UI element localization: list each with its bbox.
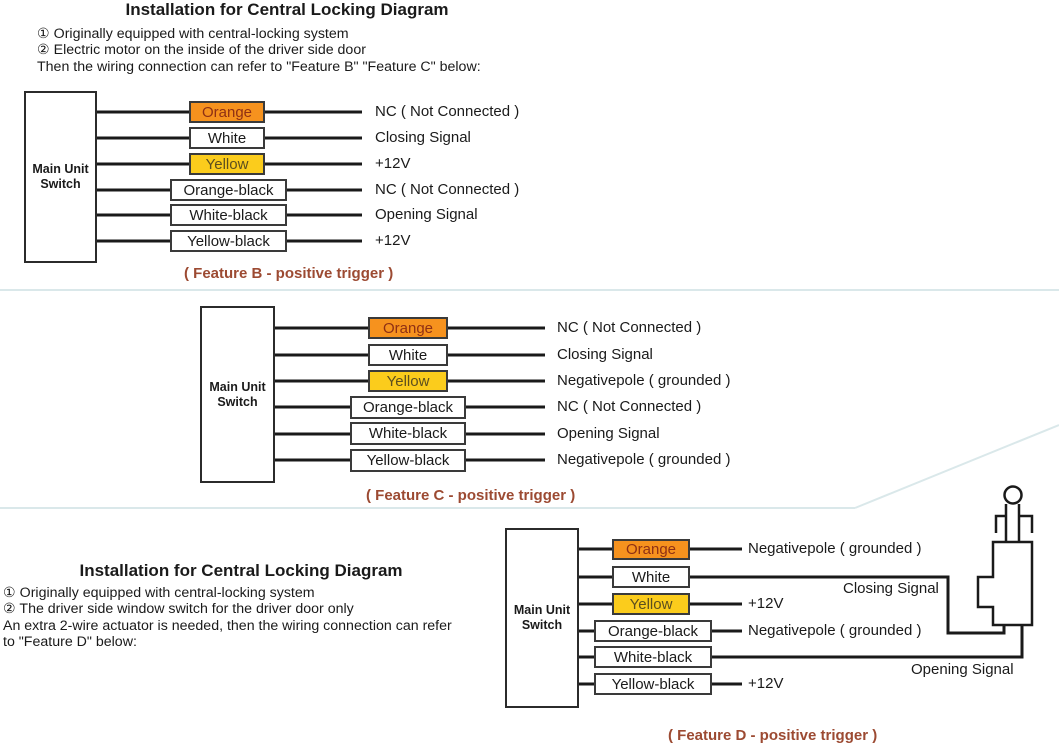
- main-unit-switch-label: Main Unit: [209, 379, 266, 394]
- wire-label-white-black: White-black: [594, 646, 712, 668]
- signal-label: +12V: [375, 232, 411, 249]
- signal-label: Closing Signal: [557, 346, 653, 363]
- wire-label-white: White: [368, 344, 448, 366]
- feature-c-wires: [275, 326, 545, 462]
- signal-label: Opening Signal: [911, 661, 1014, 678]
- wire-label-orange-black: Orange-black: [594, 620, 712, 642]
- wire-label-yellow-black: Yellow-black: [350, 449, 466, 472]
- wire-label-white: White: [189, 127, 265, 149]
- signal-label: +12V: [748, 595, 784, 612]
- instruction-line-1: ① Originally equipped with central-locki…: [37, 26, 349, 42]
- wire-label-white-black: White-black: [170, 204, 287, 226]
- wire-label-yellow: Yellow: [189, 153, 265, 175]
- main-unit-switch-box: Main Unit Switch: [24, 91, 97, 263]
- signal-label: +12V: [748, 675, 784, 692]
- wire-label-yellow-black: Yellow-black: [170, 230, 287, 252]
- signal-label: Closing Signal: [375, 129, 471, 146]
- wire-label-orange: Orange: [612, 539, 690, 560]
- main-unit-switch-label: Switch: [40, 177, 81, 191]
- wire-label-yellow: Yellow: [368, 370, 448, 392]
- signal-label: NC ( Not Connected ): [557, 319, 702, 336]
- feature-c-caption: ( Feature C - positive trigger ): [366, 487, 576, 504]
- instruction-line-2: ② The driver side window switch for the …: [3, 601, 354, 618]
- instruction-line-3: An extra 2-wire actuator is needed, then…: [3, 617, 452, 634]
- separator-lines: [0, 289, 1059, 509]
- wire-label-yellow-black: Yellow-black: [594, 673, 712, 695]
- signal-label: NC ( Not Connected ): [557, 398, 702, 415]
- main-unit-switch-box: Main Unit Switch: [505, 528, 579, 708]
- feature-d-caption: ( Feature D - positive trigger ): [668, 727, 878, 744]
- feature-d-wires: [579, 547, 1024, 686]
- feature-b-caption: ( Feature B - positive trigger ): [184, 265, 394, 282]
- signal-label: Opening Signal: [557, 425, 660, 442]
- main-unit-switch-label: Main Unit: [32, 162, 89, 176]
- signal-label: Closing Signal: [843, 580, 939, 597]
- signal-label: +12V: [375, 155, 411, 172]
- main-unit-switch-label: Switch: [521, 618, 563, 632]
- wire-label-orange: Orange: [189, 101, 265, 123]
- bottom-title: Installation for Central Locking Diagram: [79, 561, 403, 580]
- main-unit-switch-label: Switch: [217, 394, 258, 409]
- signal-label: Negativepole ( grounded ): [557, 372, 731, 389]
- signal-label: NC ( Not Connected ): [375, 181, 520, 198]
- wire-label-orange: Orange: [368, 317, 448, 339]
- wire-label-white: White: [612, 566, 690, 588]
- main-unit-switch-label: Main Unit: [513, 603, 571, 617]
- wire-label-orange-black: Orange-black: [350, 396, 466, 419]
- top-title: Installation for Central Locking Diagram: [125, 0, 449, 19]
- instruction-line-2: ② Electric motor on the inside of the dr…: [37, 42, 366, 59]
- wire-label-orange-black: Orange-black: [170, 179, 287, 201]
- signal-label: Negativepole ( grounded ): [748, 622, 922, 639]
- instruction-line-3: Then the wiring connection can refer to …: [37, 58, 481, 75]
- top-instructions: Installation for Central Locking Diagram…: [37, 0, 537, 75]
- feature-b-wires: [97, 110, 362, 243]
- wire-label-yellow: Yellow: [612, 593, 690, 615]
- wire-label-white-black: White-black: [350, 422, 466, 445]
- instruction-line-1: ① Originally equipped with central-locki…: [3, 585, 315, 601]
- door-lock-actuator-icon: [976, 485, 1034, 627]
- signal-label: NC ( Not Connected ): [375, 103, 520, 120]
- signal-label: Negativepole ( grounded ): [557, 451, 731, 468]
- instruction-line-4: to "Feature D" below:: [3, 634, 137, 651]
- signal-label: Opening Signal: [375, 206, 478, 223]
- main-unit-switch-box: Main Unit Switch: [200, 306, 275, 483]
- signal-label: Negativepole ( grounded ): [748, 540, 922, 557]
